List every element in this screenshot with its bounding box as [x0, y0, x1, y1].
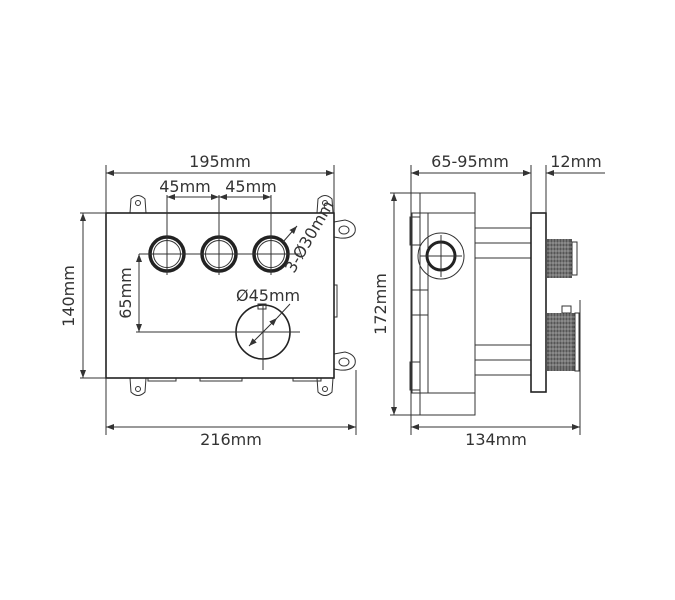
knurled-knobs — [547, 239, 580, 372]
side-port — [417, 232, 465, 280]
dim-height: 140mm — [59, 265, 78, 327]
dim-width-inner: 195mm — [189, 152, 251, 171]
box-outline — [105, 212, 335, 379]
side-view: 65-95mm 12mm 172mm 134mm — [371, 152, 605, 449]
dim-spacing-right: 45mm — [225, 177, 277, 196]
dim-offset-vertical: 65mm — [116, 267, 135, 319]
cover-plate — [530, 212, 547, 393]
dim-depth-range: 65-95mm — [431, 152, 509, 171]
dim-plate-thickness: 12mm — [550, 152, 602, 171]
front-view: 195mm 45mm 45mm 3-Ø30mm Ø45mm 65mm 140mm… — [59, 152, 357, 449]
box-body — [409, 192, 532, 416]
dim-small-holes: 3-Ø30mm — [281, 197, 337, 276]
dim-large-hole: Ø45mm — [236, 286, 300, 305]
dim-spacing-left: 45mm — [159, 177, 211, 196]
center-lines — [136, 195, 300, 370]
dimension-lines — [80, 165, 357, 435]
dim-width-total: 216mm — [200, 430, 262, 449]
dim-depth-total: 134mm — [465, 430, 527, 449]
dim-side-height: 172mm — [371, 273, 390, 335]
side-dimension-lines — [390, 165, 605, 435]
